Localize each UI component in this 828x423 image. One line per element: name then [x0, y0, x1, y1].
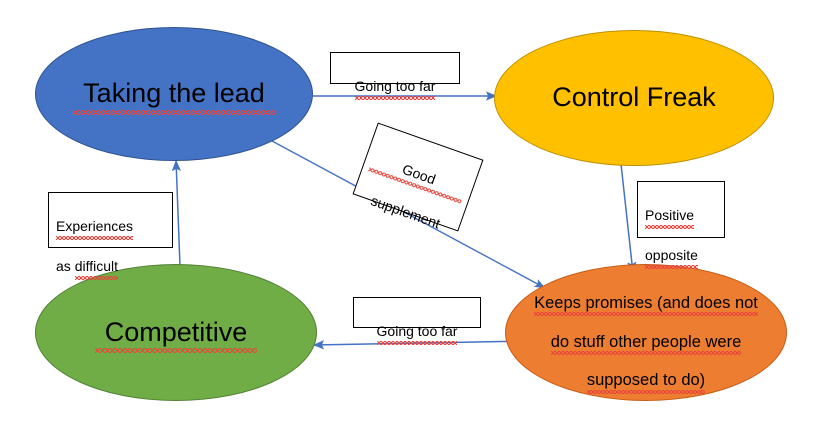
edge-label-positive-opposite[interactable]: Positive opposite [637, 181, 725, 269]
edge-label-going-too-far-bottom[interactable]: Going too far [353, 297, 481, 345]
arrow-control-freak-to-keeps-promises [620, 163, 637, 274]
arrow-competitive-to-lead [171, 159, 182, 267]
edge-label-positive-opposite-line-1: Positive [645, 206, 695, 229]
edge-label-experiences-as-difficult[interactable]: Experiences as difficult [48, 192, 173, 280]
edge-label-experiences-as-difficult-line-2: as difficult [56, 257, 119, 280]
node-taking-the-lead[interactable]: Taking the lead [35, 27, 313, 161]
node-taking-the-lead-label: Taking the lead [73, 78, 275, 115]
edge-label-good-supplement[interactable]: Good supplement [352, 122, 484, 232]
node-competitive[interactable]: Competitive [35, 264, 317, 401]
node-keeps-promises-label: Keeps promises (and does not do stuff ot… [524, 274, 768, 395]
edge-label-going-too-far-top[interactable]: Going too far [330, 52, 460, 100]
node-keeps-promises-line-3: supposed to do) [586, 371, 706, 395]
edge-label-going-too-far-top-text: Going too far [354, 77, 435, 100]
edge-label-positive-opposite-line-2: opposite [645, 246, 698, 269]
edge-label-difficult-word: difficult [74, 257, 119, 280]
node-keeps-promises-line-1: Keeps promises (and does not [534, 293, 758, 317]
edge-label-going-too-far-bottom-text: Going too far [376, 322, 457, 345]
node-control-freak[interactable]: Control Freak [494, 30, 774, 166]
node-control-freak-label: Control Freak [552, 82, 716, 113]
edge-label-experiences-as-difficult-line-1: Experiences [56, 217, 134, 240]
node-competitive-label: Competitive [94, 317, 258, 354]
edge-label-good-supplement-line-1: Good [369, 149, 468, 200]
node-keeps-promises-line-2: do stuff other people were [550, 332, 742, 356]
node-keeps-promises[interactable]: Keeps promises (and does not do stuff ot… [505, 264, 787, 401]
